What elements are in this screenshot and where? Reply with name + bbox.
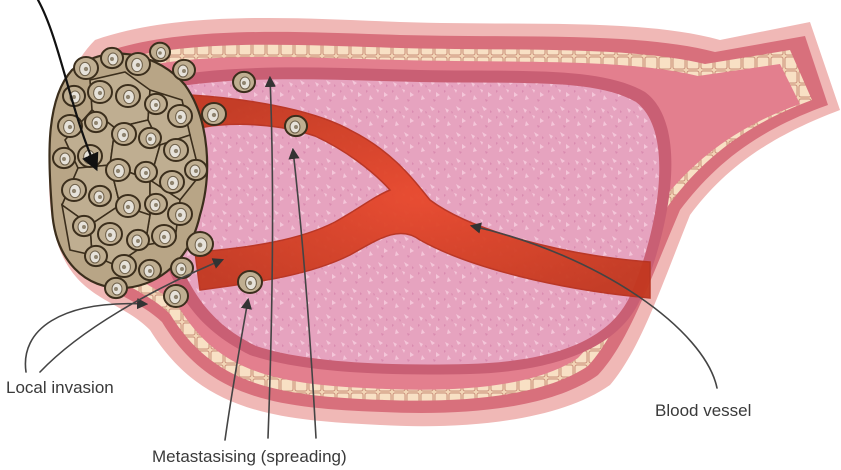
tumour-cell-icon xyxy=(160,171,184,193)
tumour-cell-icon xyxy=(135,162,157,182)
tumour-cell-icon xyxy=(105,278,127,298)
tumour-cell-icon xyxy=(112,255,136,277)
tumour-cell-icon xyxy=(145,194,167,214)
tumour-cell-icon xyxy=(88,81,112,103)
tumour-cell-icon xyxy=(164,139,188,161)
tumour-cell-icon xyxy=(238,271,262,293)
tumour-cell-icon xyxy=(73,216,95,236)
tumour-cell-icon xyxy=(89,186,111,206)
tumour-cell-icon xyxy=(145,94,167,114)
tumour-cell-icon xyxy=(101,48,123,68)
local-invasion-label: Local invasion xyxy=(6,378,114,397)
tumour-cell-icon xyxy=(106,159,130,181)
tumour-cell-icon xyxy=(62,179,86,201)
tumour-cell-icon xyxy=(185,160,207,180)
tumour-cell-icon xyxy=(139,128,161,148)
tumour-cell-icon xyxy=(116,195,140,217)
tumour-cell-icon xyxy=(139,260,161,280)
tumour-cell-icon xyxy=(85,112,107,132)
tumour-cell-icon xyxy=(127,230,149,250)
tumour-cell-icon xyxy=(98,223,122,245)
metastasising-label: Metastasising (spreading) xyxy=(152,447,347,466)
tumour-cell-icon xyxy=(202,103,226,125)
tumour-cell-icon xyxy=(85,246,107,266)
tumour-cell-icon xyxy=(187,232,213,256)
tumour-cell-icon xyxy=(164,285,188,307)
tumour-cell-icon xyxy=(126,53,150,75)
tumour-cell-icon xyxy=(74,57,98,79)
blood-vessel-label: Blood vessel xyxy=(655,401,751,420)
local-invasion-arrow-1 xyxy=(25,304,146,372)
tumour-cell-icon xyxy=(233,72,255,92)
tumour-cell-icon xyxy=(168,203,192,225)
tumour-cell-icon xyxy=(173,60,195,80)
tumour-cell-icon xyxy=(152,225,176,247)
tumour-cell-icon xyxy=(53,148,75,168)
tumour-cell-icon xyxy=(285,116,307,136)
tumour-cell-icon xyxy=(171,258,193,278)
tumour-cell-icon xyxy=(168,105,192,127)
tumour-cell-icon xyxy=(112,123,136,145)
tumour-cell-icon xyxy=(150,43,170,61)
tumour-cell-icon xyxy=(116,85,140,107)
